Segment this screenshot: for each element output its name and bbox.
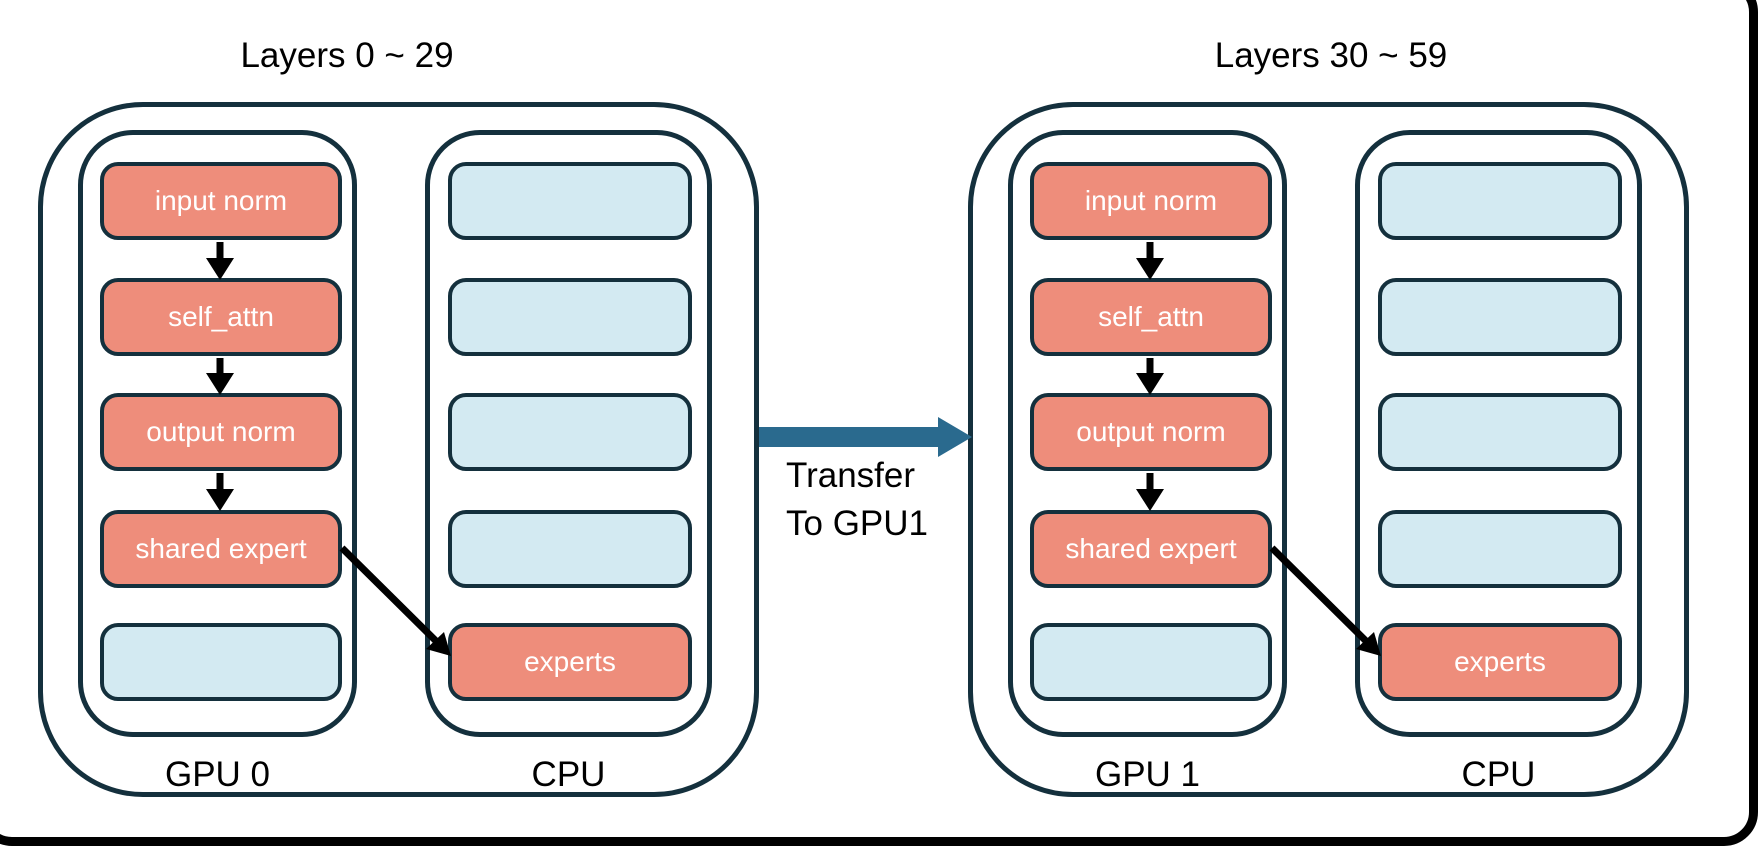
gpu1-column: input norm self_attn output norm shared … <box>1008 130 1287 737</box>
empty-slot <box>1378 510 1622 588</box>
module-box-output-norm: output norm <box>1030 393 1272 471</box>
empty-slot <box>1030 623 1272 701</box>
device-label-gpu1: GPU 1 <box>1094 755 1201 794</box>
device-group-1: input norm self_attn output norm shared … <box>968 102 1689 797</box>
empty-slot <box>1378 393 1622 471</box>
empty-slot <box>100 623 342 701</box>
group-title-layers-0-29: Layers 0 ~ 29 <box>240 36 454 75</box>
module-box-shared-expert: shared expert <box>1030 510 1272 588</box>
module-box-shared-expert: shared expert <box>100 510 342 588</box>
device-label-gpu0: GPU 0 <box>164 755 271 794</box>
empty-slot <box>448 278 692 356</box>
gpu0-column: input norm self_attn output norm shared … <box>78 130 357 737</box>
module-box-input-norm: input norm <box>1030 162 1272 240</box>
module-box-self-attn: self_attn <box>100 278 342 356</box>
transfer-label: Transfer To GPU1 <box>786 452 928 548</box>
group-title-layers-30-59: Layers 30 ~ 59 <box>1214 36 1448 75</box>
cpu-column-left: experts <box>425 130 712 737</box>
device-group-0: input norm self_attn output norm shared … <box>38 102 759 797</box>
module-box-input-norm: input norm <box>100 162 342 240</box>
empty-slot <box>1378 278 1622 356</box>
empty-slot <box>448 393 692 471</box>
cpu-column-right: experts <box>1355 130 1642 737</box>
transfer-label-line2: To GPU1 <box>786 504 928 543</box>
module-box-self-attn: self_attn <box>1030 278 1272 356</box>
device-label-cpu-left: CPU <box>531 755 606 794</box>
empty-slot <box>1378 162 1622 240</box>
transfer-label-line1: Transfer <box>786 456 916 495</box>
module-box-experts: experts <box>448 623 692 701</box>
module-box-output-norm: output norm <box>100 393 342 471</box>
empty-slot <box>448 510 692 588</box>
module-box-experts: experts <box>1378 623 1622 701</box>
empty-slot <box>448 162 692 240</box>
device-label-cpu-right: CPU <box>1461 755 1536 794</box>
